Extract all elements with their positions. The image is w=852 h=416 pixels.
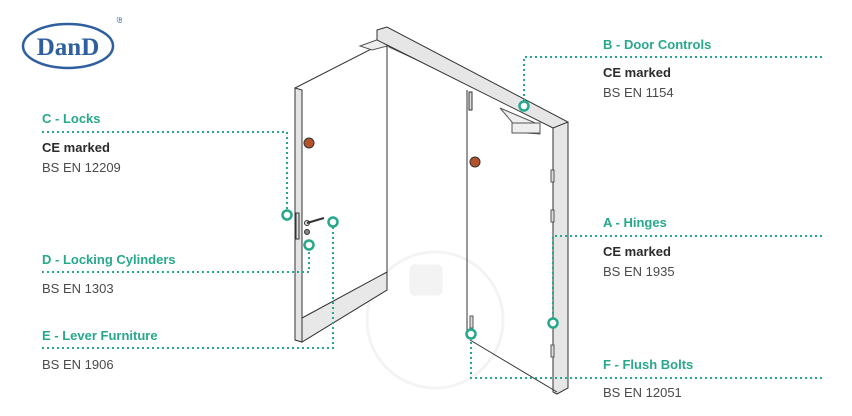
callout-e-title: E - Lever Furniture <box>42 328 158 343</box>
callout-line-e <box>42 227 334 349</box>
dand-logo: DanD ® <box>21 17 122 70</box>
callout-line-d <box>42 250 310 273</box>
svg-text:DanD: DanD <box>37 34 100 61</box>
callout-line-a <box>552 235 822 318</box>
door-closer-body <box>499 107 541 135</box>
hinges <box>469 169 555 358</box>
callout-f-standard: BS EN 12051 <box>603 385 682 400</box>
callout-f-title: F - Flush Bolts <box>603 357 694 372</box>
callout-a-standard: BS EN 1935 <box>603 264 675 279</box>
marker-b <box>518 100 530 112</box>
marker-f <box>465 328 477 340</box>
fire-sign-icon <box>303 137 315 149</box>
callout-a-ce: CE marked <box>603 244 671 259</box>
callout-line-c <box>42 131 288 210</box>
lever-handle <box>295 212 325 240</box>
right-door-leaf <box>466 90 558 393</box>
callout-b-standard: BS EN 1154 <box>603 85 674 100</box>
svg-text:®: ® <box>117 17 122 26</box>
callout-c-ce: CE marked <box>42 140 110 155</box>
callout-line-f <box>470 339 822 379</box>
marker-c <box>281 209 293 221</box>
callout-d-standard: BS EN 1303 <box>42 281 114 296</box>
callout-e-standard: BS EN 1906 <box>42 357 114 372</box>
callout-b-title: B - Door Controls <box>603 37 712 52</box>
left-door-leaf <box>294 41 388 343</box>
marker-a <box>547 317 559 329</box>
callout-d-title: D - Locking Cylinders <box>42 252 176 267</box>
callout-c-title: C - Locks <box>42 111 101 126</box>
callout-c-standard: BS EN 12209 <box>42 160 121 175</box>
marker-d <box>303 239 315 251</box>
watermark <box>365 250 505 390</box>
callout-a-title: A - Hinges <box>603 215 667 230</box>
marker-e <box>327 216 339 228</box>
fire-sign-icon <box>469 156 481 168</box>
callout-b-ce: CE marked <box>603 65 671 80</box>
